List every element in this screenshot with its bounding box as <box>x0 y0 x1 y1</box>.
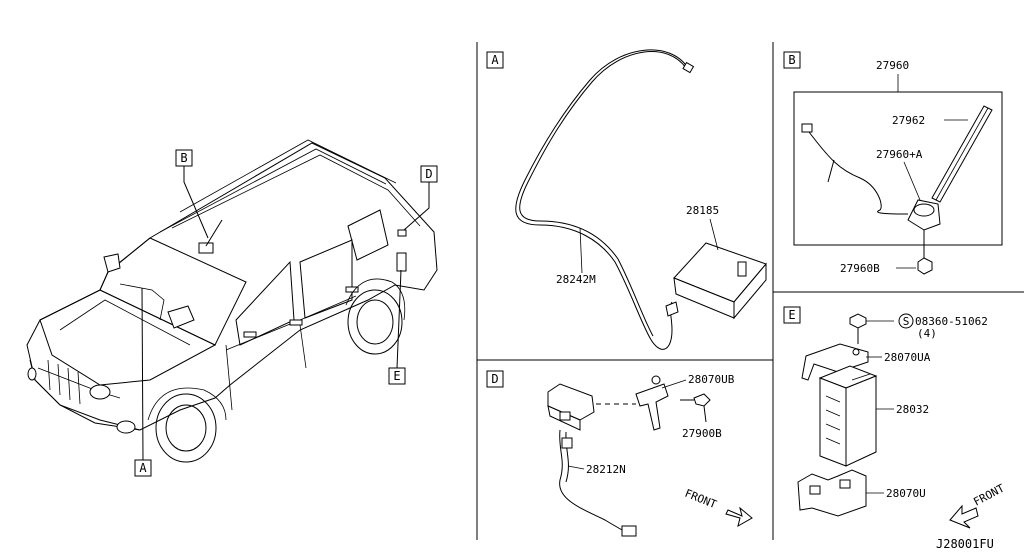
callout-d-label: D <box>425 167 432 181</box>
diagram-code: J28001FU <box>936 537 994 551</box>
screw-08360 <box>849 313 867 329</box>
vehicle-illustration <box>26 139 438 463</box>
label-27960b: 27960B <box>840 262 880 275</box>
callout-b: B <box>175 149 209 239</box>
label-28185: 28185 <box>686 204 719 217</box>
unit-28032 <box>818 365 878 467</box>
section-d-label: D <box>491 372 498 386</box>
label-27960: 27960 <box>876 59 909 72</box>
label-screw-qty: (4) <box>917 327 937 340</box>
cable-28242m <box>515 49 689 350</box>
section-e-label: E <box>788 308 795 322</box>
callout-e-label: E <box>393 369 400 383</box>
label-28070ub: 28070UB <box>688 373 735 386</box>
front-label-d: FRONT <box>683 487 719 512</box>
front-arrow-e: FRONT <box>949 481 1007 529</box>
screw-symbol: S <box>903 315 910 328</box>
label-28070u: 28070U <box>886 487 926 500</box>
label-08360: 08360-51062 <box>915 315 988 328</box>
front-arrow-d: FRONT <box>683 487 753 528</box>
bolt-27900b <box>693 393 711 407</box>
callout-a-label: A <box>139 461 147 475</box>
panel-dividers <box>476 42 1024 540</box>
bracket-28070ub <box>635 383 669 431</box>
front-label-e: FRONT <box>971 481 1007 508</box>
nut-27960b <box>917 257 933 275</box>
section-a: A 28185 28242M <box>486 49 767 350</box>
callout-a: A <box>134 287 152 477</box>
section-b-label: B <box>788 53 795 67</box>
bracket-28070u <box>797 469 867 517</box>
harness-28212n <box>559 429 627 533</box>
section-e: E S 08360-51062 (4) 28070UA 28032 2 <box>783 306 1007 529</box>
label-28242m: 28242M <box>556 273 596 286</box>
label-28032: 28032 <box>896 403 929 416</box>
module-28185 <box>673 242 767 320</box>
section-a-label: A <box>491 53 499 67</box>
label-28070ua: 28070UA <box>884 351 931 364</box>
callout-b-label: B <box>180 151 187 165</box>
section-b: B 27960 27962 27960+A 27960B <box>783 51 1003 275</box>
label-27900b: 27900B <box>682 427 722 440</box>
section-d: D 28070UB 27900B 28212N FRONT <box>486 370 753 537</box>
callout-d: D <box>403 165 438 231</box>
callout-e: E <box>388 269 406 385</box>
label-27960a: 27960+A <box>876 148 923 161</box>
label-28212n: 28212N <box>586 463 626 476</box>
label-27962: 27962 <box>892 114 925 127</box>
